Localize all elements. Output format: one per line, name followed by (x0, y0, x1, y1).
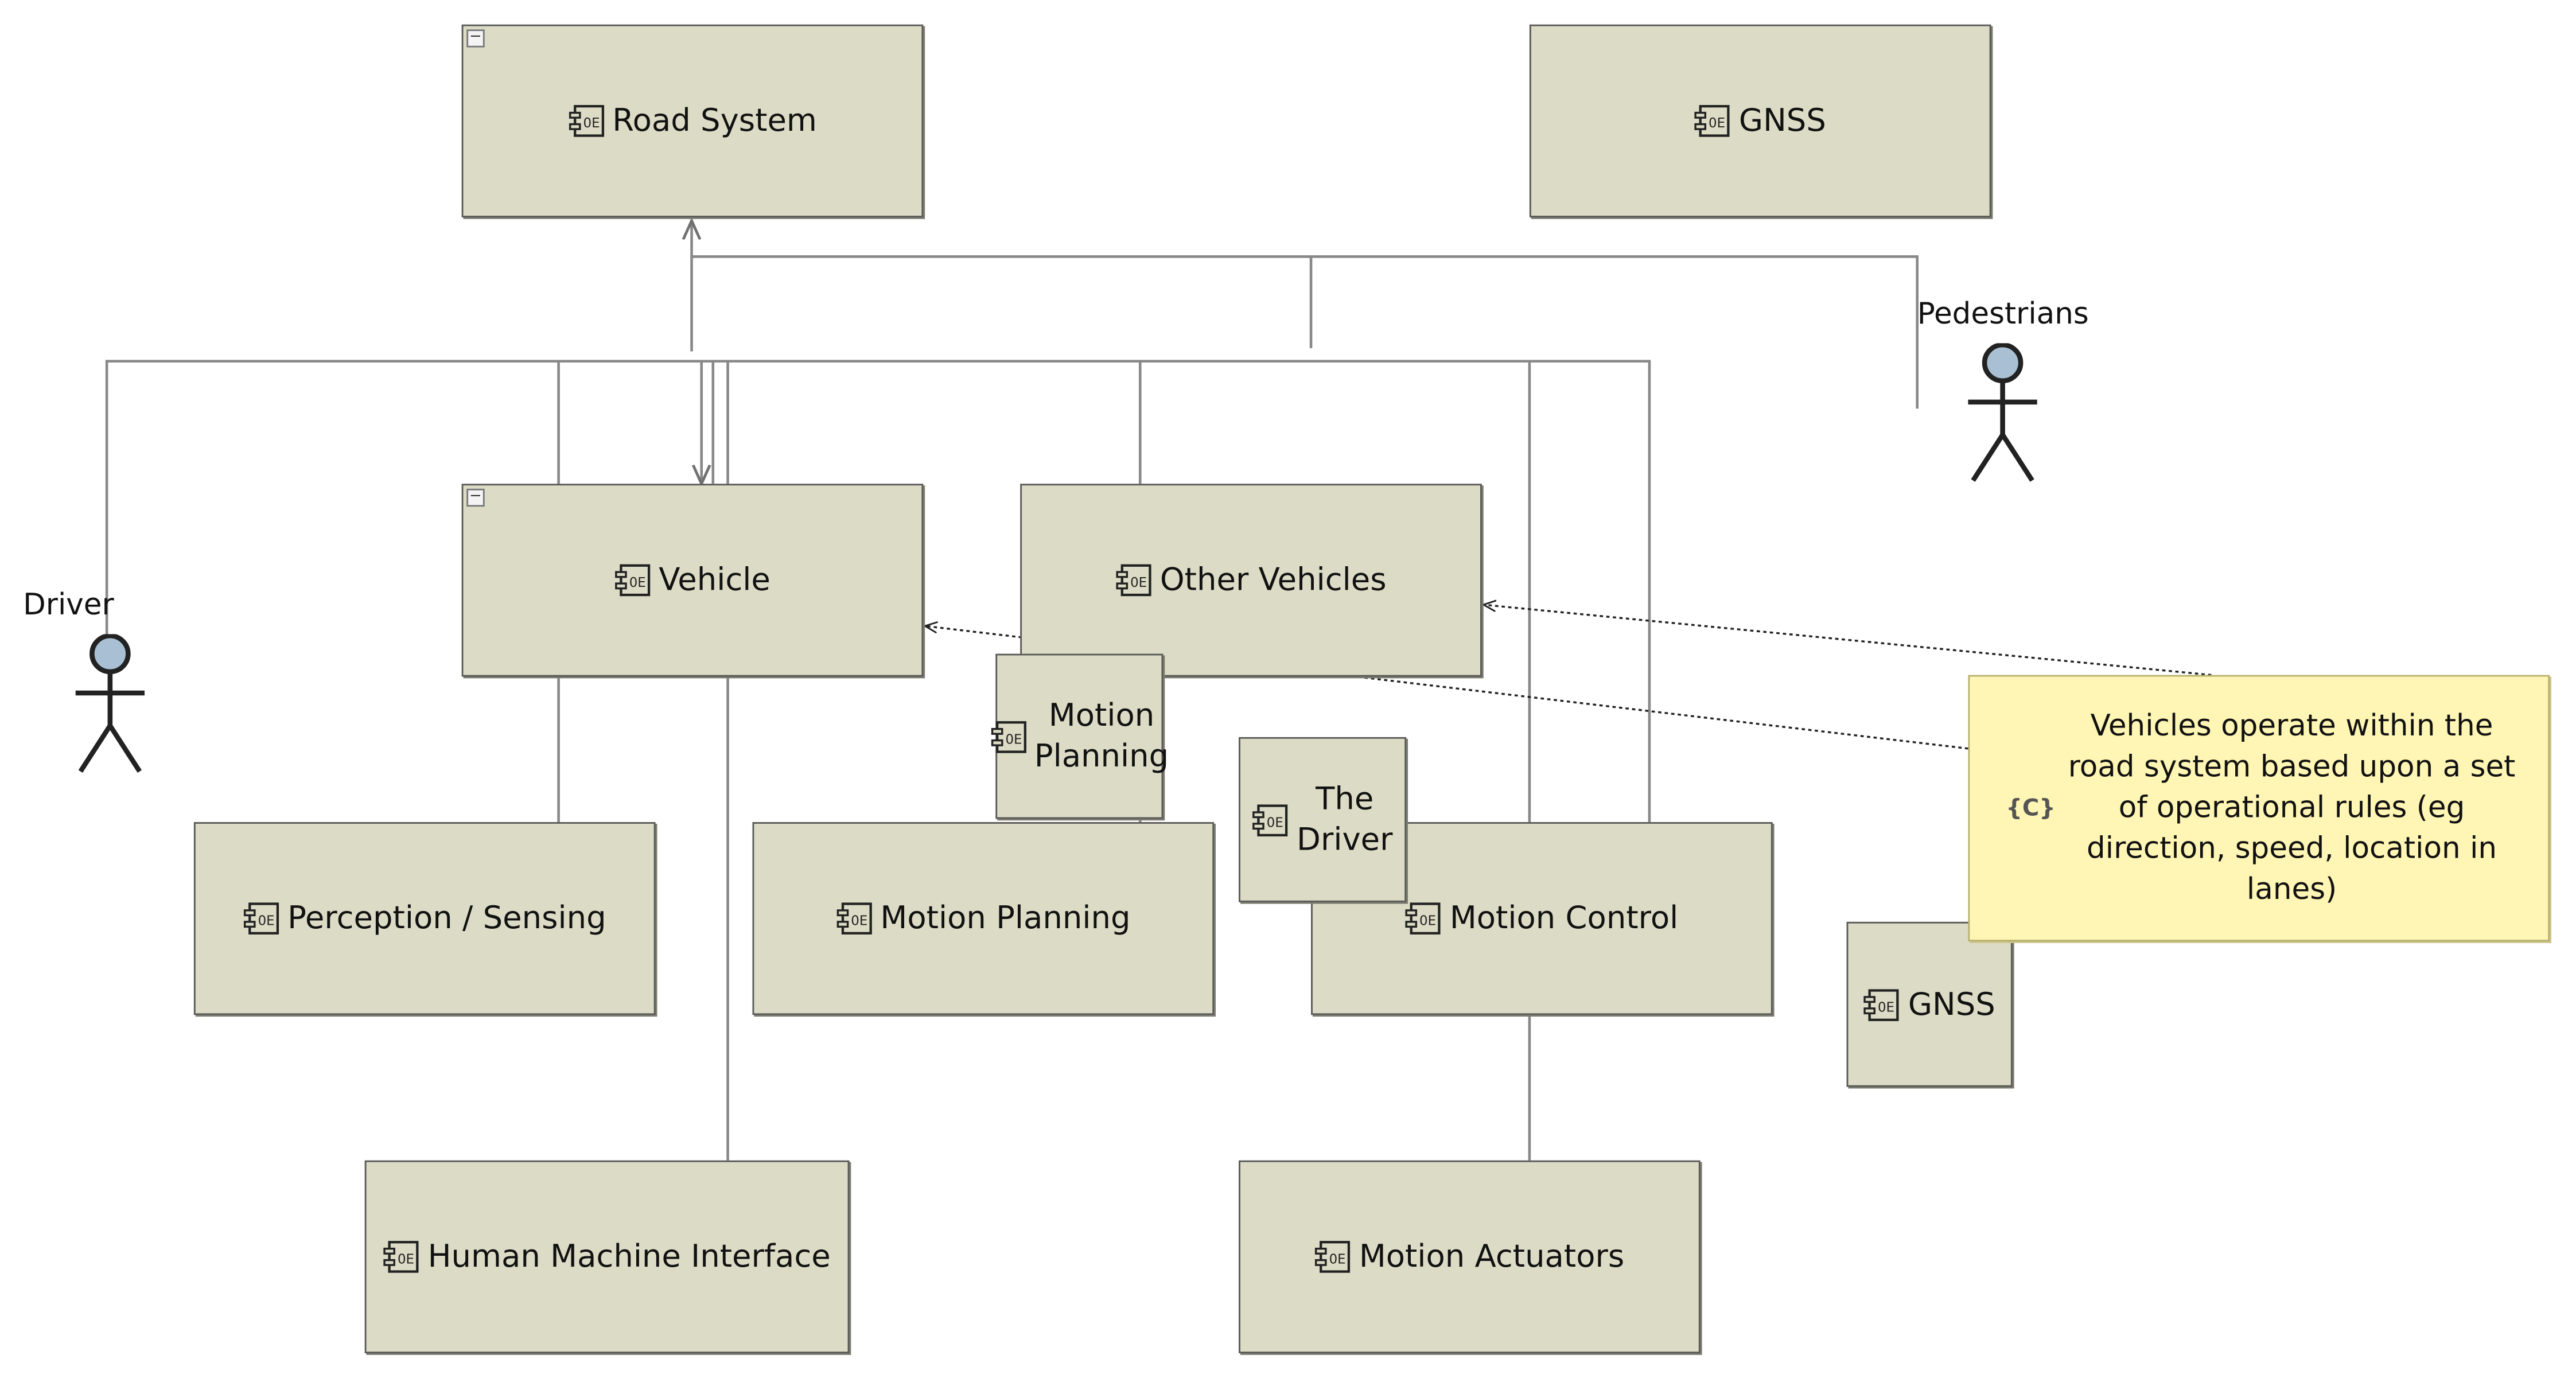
gnss-small-label: GNSS (1908, 986, 1995, 1023)
motion-planning-small-label-2: Planning (1034, 738, 1169, 774)
gnss-top-label: GNSS (1738, 103, 1826, 139)
motion-control-label: Motion Control (1449, 900, 1679, 937)
motion-actuators-block[interactable]: 0E Motion Actuators (1239, 1160, 1701, 1353)
component-icon: 0E (1252, 803, 1289, 836)
svg-text:0E: 0E (258, 914, 275, 929)
the-driver-block[interactable]: 0E The Driver (1239, 737, 1407, 902)
component-icon: 0E (1116, 564, 1151, 597)
human-machine-interface-block[interactable]: 0E Human Machine Interface (364, 1160, 850, 1353)
motion-planning-small-block[interactable]: 0E Motion Planning (990, 653, 1169, 819)
svg-text:0E: 0E (398, 1252, 415, 1267)
human-machine-interface-label: Human Machine Interface (427, 1239, 831, 1275)
connector-road-bus (692, 221, 1919, 409)
svg-text:0E: 0E (583, 116, 600, 131)
the-driver-label-1: The (1316, 781, 1374, 817)
component-icon: 0E (243, 902, 279, 935)
svg-text:0E: 0E (1878, 999, 1895, 1014)
svg-text:0E: 0E (1267, 815, 1284, 830)
svg-text:0E: 0E (851, 914, 867, 929)
motion-control-block[interactable]: 0E Motion Control (1311, 822, 1773, 1015)
driver-actor-label: Driver (23, 588, 114, 623)
perception-sensing-block[interactable]: 0E Perception / Sensing (193, 822, 656, 1015)
gnss-small-block[interactable]: 0E GNSS (1846, 921, 2013, 1087)
driver-actor[interactable]: Driver (23, 588, 145, 777)
component-icon: 0E (836, 902, 872, 935)
collapse-minus-icon[interactable]: − (466, 488, 485, 507)
svg-text:0E: 0E (1420, 914, 1437, 929)
road-system-label: Road System (612, 103, 817, 139)
component-icon: 0E (1864, 988, 1900, 1021)
component-icon: 0E (1315, 1241, 1351, 1273)
the-driver-label-2: Driver (1297, 821, 1393, 858)
component-icon: 0E (990, 720, 1026, 753)
component-icon: 0E (1695, 105, 1730, 137)
road-system-block[interactable]: − 0E Road System (461, 24, 924, 217)
constraint-note[interactable]: {C} Vehicles operate within the road sys… (1968, 675, 2550, 942)
stick-figure-icon (75, 634, 145, 773)
motion-actuators-label: Motion Actuators (1359, 1239, 1625, 1275)
component-icon: 0E (384, 1241, 419, 1273)
perception-sensing-label: Perception / Sensing (287, 900, 606, 937)
vehicle-label: Vehicle (659, 562, 771, 598)
svg-text:0E: 0E (629, 575, 646, 590)
pedestrians-actor[interactable]: Pedestrians (1917, 298, 2098, 486)
component-icon: 0E (615, 564, 651, 597)
motion-planning-small-label-1: Motion (1048, 697, 1155, 734)
pedestrians-actor-label: Pedestrians (1917, 297, 2089, 332)
connector-driver-bus (105, 360, 1651, 823)
component-icon: 0E (569, 105, 604, 137)
svg-text:0E: 0E (1130, 575, 1147, 590)
vehicle-block[interactable]: − 0E Vehicle (461, 484, 924, 677)
svg-text:0E: 0E (1329, 1252, 1346, 1267)
gnss-top-block[interactable]: 0E GNSS (1529, 24, 1991, 217)
svg-text:0E: 0E (1005, 731, 1021, 746)
motion-planning-block[interactable]: 0E Motion Planning (752, 822, 1215, 1015)
collapse-minus-icon[interactable]: − (466, 29, 485, 48)
other-vehicles-label: Other Vehicles (1159, 562, 1387, 598)
other-vehicles-block[interactable]: 0E Other Vehicles (1020, 484, 1482, 677)
motion-planning-label: Motion Planning (880, 900, 1131, 937)
component-icon: 0E (1406, 902, 1441, 935)
constraint-note-text: Vehicles operate within the road system … (2068, 708, 2516, 908)
note-link-other-vehicles (1484, 605, 2212, 676)
svg-text:0E: 0E (1709, 116, 1726, 131)
stick-figure-icon (1968, 343, 2037, 482)
constraint-badge: {C} (2006, 796, 2056, 823)
